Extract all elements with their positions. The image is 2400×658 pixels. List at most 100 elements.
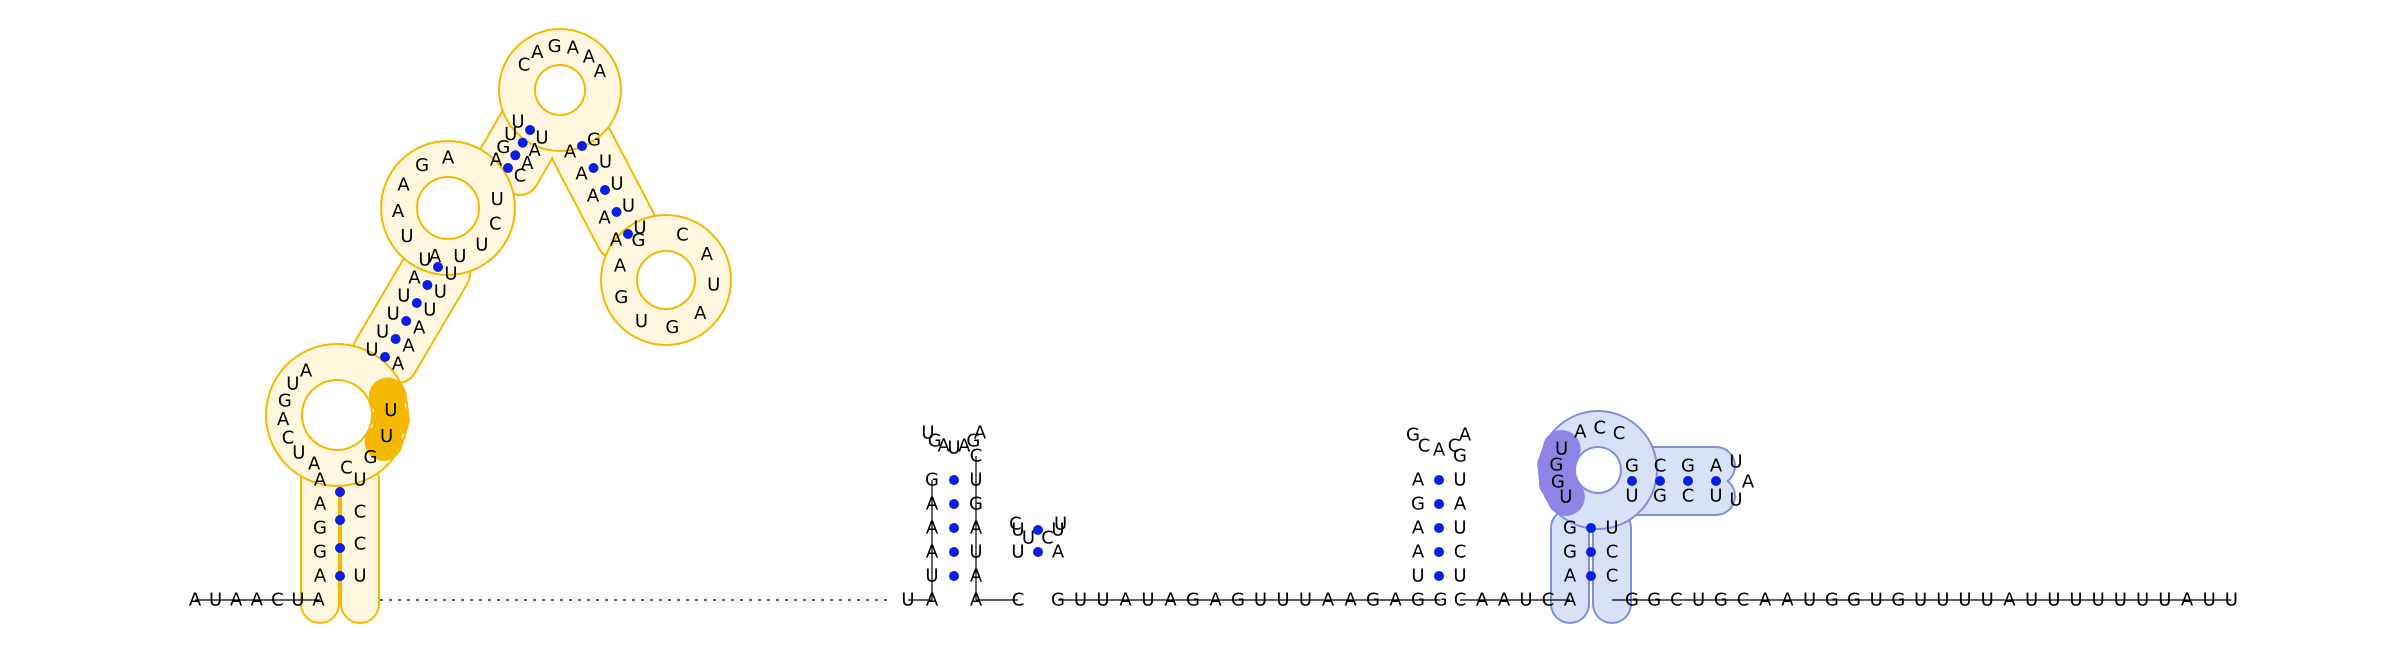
nucleotide: A	[974, 423, 987, 444]
nucleotide: U	[599, 152, 612, 173]
nucleotide: C	[1009, 514, 1022, 535]
domain-a-loop-2-hole	[418, 178, 478, 238]
nucleotide: A	[970, 590, 983, 611]
nucleotide: A	[531, 42, 544, 63]
base-pair-dot	[510, 150, 521, 161]
nucleotide: A	[312, 590, 325, 611]
nucleotide: U	[610, 174, 623, 195]
base-pair-dot	[1434, 571, 1444, 581]
base-pair-dot	[1033, 547, 1043, 557]
nucleotide: G	[1653, 486, 1667, 507]
nucleotide: A	[1564, 566, 1577, 587]
base-pair-dot	[380, 352, 390, 362]
nucleotide: U	[418, 250, 431, 271]
nucleotide: G	[1847, 590, 1861, 611]
base-pair-dot	[335, 571, 345, 581]
domain-highlight-layer	[265, 28, 1736, 624]
nucleotide: A	[442, 148, 455, 169]
nucleotide: U	[2114, 590, 2127, 611]
nucleotide: G	[1411, 494, 1425, 515]
nucleotide: A	[251, 590, 264, 611]
nucleotide: U	[921, 423, 934, 444]
base-pair-dot	[588, 163, 599, 173]
base-pair-dot	[1586, 523, 1596, 533]
nucleotide: U	[286, 374, 299, 395]
domain-a-highlight	[368, 377, 407, 416]
nucleotide: U	[353, 470, 366, 491]
nucleotide: G	[278, 391, 292, 412]
nucleotide: G	[1625, 590, 1639, 611]
nucleotide: A	[926, 518, 939, 539]
nucleotide: U	[2225, 590, 2238, 611]
domain-a-loop-4-hole	[638, 252, 694, 308]
nucleotide: U	[1054, 514, 1067, 535]
base-pair-dot	[1434, 475, 1444, 485]
nucleotide: A	[521, 153, 534, 174]
base-pair-dot	[611, 207, 622, 217]
nucleotide: U	[380, 426, 393, 447]
nucleotide: G	[1563, 542, 1577, 563]
nucleotide: U	[1914, 590, 1927, 611]
nucleotide: A	[575, 164, 588, 185]
nucleotide: U	[1605, 518, 1618, 539]
nucleotide: U	[1729, 490, 1742, 511]
nucleotide: U	[2136, 590, 2149, 611]
nucleotide: A	[1742, 472, 1755, 493]
nucleotide: U	[1453, 518, 1466, 539]
nucleotide: U	[1096, 590, 1109, 611]
nucleotide: A	[610, 230, 623, 251]
base-pair-dot	[1033, 525, 1043, 535]
nucleotide: C	[1606, 542, 1619, 563]
nucleotide: G	[1453, 446, 1467, 467]
nucleotide: A	[1052, 542, 1065, 563]
nucleotide: U	[1555, 439, 1568, 460]
base-pair-dot	[949, 571, 959, 581]
nucleotide: A	[1164, 590, 1177, 611]
nucleotide: G	[1625, 456, 1639, 477]
nucleotide: U	[1276, 590, 1289, 611]
nucleotide: C	[518, 54, 531, 75]
nucleotide: A	[1574, 421, 1587, 442]
nucleotide: U	[1254, 590, 1267, 611]
nucleotide: A	[1412, 470, 1425, 491]
nucleotide: U	[1011, 520, 1024, 541]
base-pair-dot	[1434, 547, 1444, 557]
domain-a-loop-3-hole	[536, 66, 584, 114]
nucleotide: G	[969, 494, 983, 515]
nucleotide: U	[535, 128, 548, 149]
nucleotide: U	[1559, 487, 1572, 508]
nucleotide: U	[209, 590, 222, 611]
nucleotide: U	[504, 124, 517, 145]
nucleotide: C	[1448, 436, 1461, 457]
nucleotide: G	[632, 230, 646, 251]
nucleotide: C	[676, 224, 689, 245]
nucleotide: U	[423, 300, 436, 321]
base-pair-dot	[517, 137, 528, 148]
nucleotide: U	[491, 189, 504, 210]
nucleotide: U	[1051, 520, 1064, 541]
nucleotide: U	[291, 590, 304, 611]
nucleotide: C	[1737, 590, 1750, 611]
base-pair-dot	[335, 543, 345, 553]
nucleotide: A	[701, 244, 714, 265]
nucleotide: U	[2025, 590, 2038, 611]
nucleotide: G	[1551, 472, 1565, 493]
nucleotide: G	[587, 130, 601, 151]
nucleotide: U	[475, 234, 488, 255]
nucleotide: A	[1710, 456, 1723, 477]
nucleotide: A	[490, 150, 503, 171]
nucleotide: A	[564, 142, 577, 163]
nucleotide: G	[313, 542, 327, 563]
nucleotide: A	[1412, 518, 1425, 539]
nucleotide: G	[364, 447, 378, 468]
nucleotide: U	[1625, 486, 1638, 507]
nucleotide: U	[376, 322, 389, 343]
nucleotide: C	[340, 458, 353, 479]
nucleotide: U	[969, 470, 982, 491]
nucleotide: G	[496, 137, 510, 158]
nucleotide: A	[402, 336, 415, 357]
base-pair-dot	[1683, 476, 1693, 486]
nucleotide: C	[1454, 542, 1467, 563]
nucleotide: U	[511, 112, 524, 133]
base-pair-dot	[949, 475, 959, 485]
